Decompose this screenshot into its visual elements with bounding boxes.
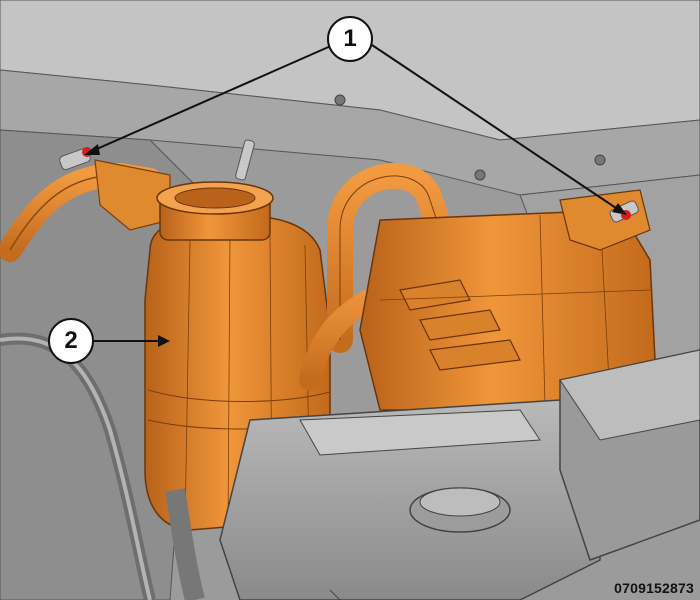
arrowhead bbox=[612, 203, 627, 215]
figure-id: 0709152873 bbox=[614, 580, 694, 596]
engine-cover-top bbox=[299, 409, 541, 456]
arrowhead bbox=[158, 335, 170, 347]
reservoir-seam bbox=[147, 389, 331, 402]
callout-2-label: 2 bbox=[64, 327, 78, 354]
reservoir-ribs bbox=[399, 279, 521, 371]
callout-1: 1 bbox=[327, 16, 373, 62]
callout-1-label: 1 bbox=[343, 25, 357, 52]
bolt-hole bbox=[474, 169, 486, 181]
left-tube-highlight bbox=[0, 336, 152, 600]
leader-line-1b bbox=[371, 44, 623, 213]
callout-2: 2 bbox=[48, 318, 94, 364]
hose-end bbox=[165, 488, 205, 600]
leader-line-1a bbox=[89, 44, 334, 153]
arrowhead bbox=[84, 144, 100, 155]
bolt-hole bbox=[594, 154, 606, 166]
reservoir-bracket bbox=[94, 159, 171, 231]
stud-bolt bbox=[235, 139, 255, 181]
battery-top bbox=[559, 349, 700, 441]
bolt-hole bbox=[334, 94, 346, 106]
leader-lines bbox=[89, 44, 623, 342]
